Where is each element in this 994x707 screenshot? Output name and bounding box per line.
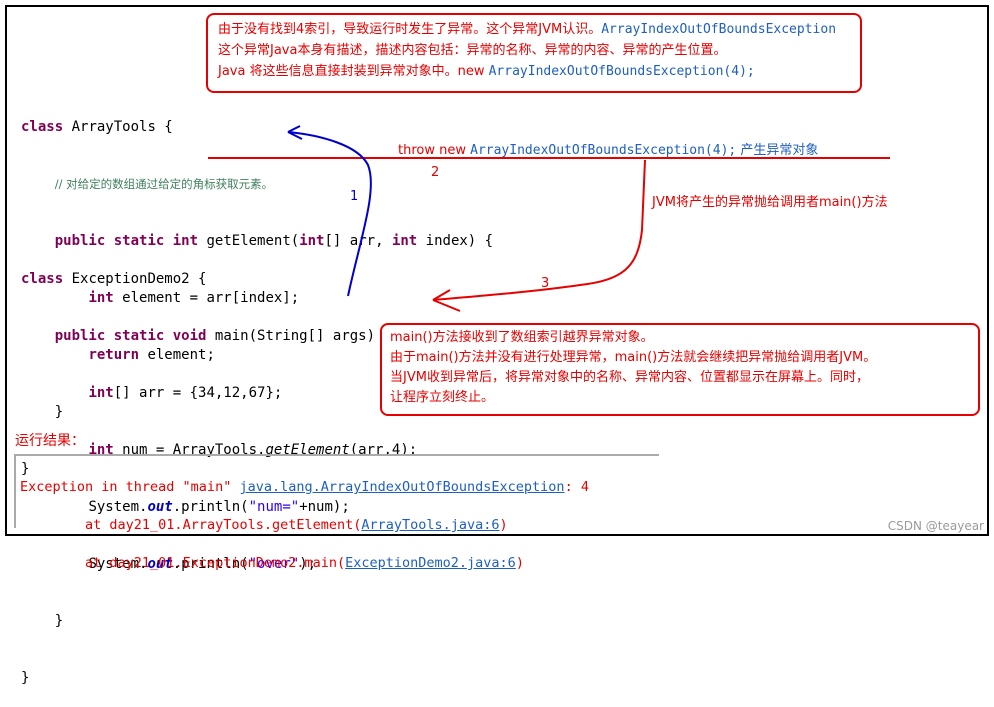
- code-text: [] arr = {34,12,67};: [113, 385, 283, 401]
- bottom-note-line1: main()方法接收到了数组索引越界异常对象。: [390, 330, 654, 345]
- code-text: ArrayTools {: [63, 119, 173, 135]
- keyword: int: [88, 290, 114, 306]
- top-explanation-note: 由于没有找到4索引，导致运行时发生了异常。这个异常JVM认识。ArrayInde…: [206, 13, 862, 93]
- step-2-label: 2: [431, 165, 440, 180]
- code-text: element = arr[index];: [113, 290, 300, 306]
- code-text: }: [54, 613, 64, 629]
- code-class-arraytools: class ArrayTools { // 对给定的数组通过给定的角标获取元素。…: [21, 80, 493, 498]
- code-text: element;: [139, 347, 215, 363]
- code-text: +num);: [299, 499, 350, 515]
- keyword: static: [113, 328, 165, 344]
- keyword: static: [113, 233, 165, 249]
- throw-keyword-text: throw new: [398, 143, 471, 158]
- code-text: .println(: [172, 499, 249, 515]
- console-text: ): [515, 555, 524, 571]
- bottom-note-line3: 当JVM收到异常后，将异常对象中的名称、异常内容、位置都显示在屏幕上。同时，: [390, 370, 869, 385]
- keyword: return: [88, 347, 140, 363]
- code-text: ExceptionDemo2 {: [63, 271, 207, 287]
- jvm-throw-label: JVM将产生的异常抛给调用者main()方法: [652, 195, 888, 210]
- step-1-label: 1: [350, 189, 359, 204]
- code-text: System.: [88, 499, 148, 515]
- throw-statement-label: throw new ArrayIndexOutOfBoundsException…: [398, 139, 818, 158]
- blue-arrow-1-icon: [287, 131, 372, 297]
- keyword: int: [391, 233, 418, 249]
- console-output: Exception in thread "main" java.lang.Arr…: [14, 454, 659, 571]
- console-text: at day21_01.ExceptionDemo2.main(: [85, 555, 346, 571]
- code-text: index) {: [417, 233, 494, 249]
- console-text: ): [499, 517, 508, 533]
- code-comment: // 对给定的数组通过给定的角标获取元素。: [54, 177, 274, 191]
- arraytools-source-link[interactable]: ArrayTools.java:6: [361, 517, 500, 533]
- top-note-line1-code: ArrayIndexOutOfBoundsException: [601, 22, 837, 37]
- throw-suffix-text: 产生异常对象: [736, 143, 819, 158]
- keyword: public: [54, 233, 106, 249]
- console-text: at day21_01.ArrayTools.getElement(: [85, 517, 362, 533]
- step-3-label: 3: [541, 276, 550, 291]
- arrows-overlay: [208, 125, 890, 312]
- keyword: int: [299, 233, 325, 249]
- keyword: int: [172, 233, 199, 249]
- keyword: public: [54, 328, 106, 344]
- bottom-note-line2: 由于main()方法并没有进行处理异常，main()方法就会继续把异常抛给调用者…: [390, 350, 877, 365]
- exception-class-link[interactable]: java.lang.ArrayIndexOutOfBoundsException: [239, 479, 565, 495]
- code-text: }: [21, 670, 30, 686]
- string-literal: "num=": [248, 499, 300, 515]
- throw-exception-code: ArrayIndexOutOfBoundsException(4);: [470, 143, 737, 158]
- code-text: }: [54, 404, 64, 420]
- keyword: int: [88, 385, 114, 401]
- top-note-line3-text: Java 将这些信息直接封装到异常对象中。new: [218, 64, 489, 79]
- keyword: void: [172, 328, 207, 344]
- top-note-line3-code: ArrayIndexOutOfBoundsException(4);: [488, 64, 755, 79]
- code-text: [] arr,: [324, 233, 392, 249]
- bottom-note-line4: 让程序立刻终止。: [390, 390, 495, 405]
- diagram-frame: [5, 5, 989, 536]
- console-text: Exception in thread "main": [20, 479, 240, 495]
- code-text: }: [21, 461, 30, 477]
- bottom-explanation-note: main()方法接收到了数组索引越界异常对象。 由于main()方法并没有进行处…: [380, 323, 980, 416]
- red-arrow-3-icon: [432, 159, 646, 301]
- static-field: out: [147, 499, 173, 515]
- console-text: : 4: [564, 479, 589, 495]
- keyword: class: [21, 271, 64, 287]
- watermark: CSDN @teayear: [887, 519, 984, 533]
- top-note-line1-text: 由于没有找到4索引，导致运行时发生了异常。这个异常JVM认识。: [218, 22, 602, 37]
- console-title: 运行结果：: [15, 433, 85, 449]
- code-text: getElement(: [198, 233, 300, 249]
- exceptiondemo2-source-link[interactable]: ExceptionDemo2.java:6: [345, 555, 516, 571]
- keyword: class: [21, 119, 64, 135]
- top-note-line2: 这个异常Java本身有描述，描述内容包括：异常的名称、异常的内容、异常的产生位置…: [218, 43, 727, 58]
